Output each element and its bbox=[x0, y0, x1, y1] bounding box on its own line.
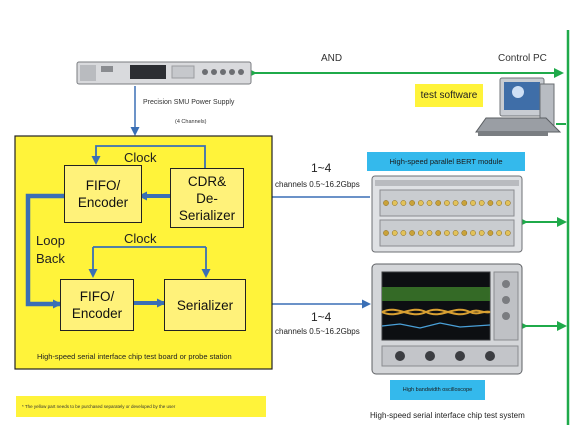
bert-connector bbox=[417, 200, 424, 206]
bert-label: High-speed parallel BERT module bbox=[389, 157, 503, 166]
board-connections bbox=[25, 145, 211, 309]
bert-connector bbox=[400, 230, 407, 236]
bert-label-badge: High-speed parallel BERT module bbox=[367, 152, 525, 171]
bert-connector bbox=[391, 230, 398, 236]
input-channel-count: 1~4 bbox=[311, 161, 332, 175]
bert-connector bbox=[426, 200, 433, 206]
footnote-box: * The yellow part needs to be purchased … bbox=[16, 396, 266, 417]
bert-connector bbox=[435, 200, 442, 206]
oscilloscope-device bbox=[371, 263, 523, 375]
bert-connector bbox=[478, 200, 485, 206]
serializer-block: Serializer bbox=[164, 279, 246, 331]
bert-connector bbox=[426, 230, 433, 236]
bert-connector bbox=[383, 230, 389, 236]
bert-connector bbox=[478, 230, 485, 236]
bert-connector bbox=[452, 200, 459, 206]
control-pc-label: Control PC bbox=[498, 53, 547, 64]
bert-connector bbox=[461, 230, 468, 236]
bert-connector bbox=[487, 200, 494, 206]
input-channel-rate: channels 0.5~16.2Gbps bbox=[275, 180, 360, 189]
power-supply-channels: (4 Channels) bbox=[175, 119, 207, 125]
bert-connector bbox=[504, 230, 511, 236]
bert-connector bbox=[504, 200, 511, 206]
power-supply-device bbox=[76, 61, 252, 85]
test-system-caption: High-speed serial interface chip test sy… bbox=[370, 411, 525, 420]
clock-bottom-label: Clock bbox=[124, 231, 157, 246]
bert-connector bbox=[496, 200, 502, 206]
bert-connector bbox=[409, 230, 415, 236]
loop-back-label: Loop Back bbox=[36, 233, 65, 266]
fifo-encoder-top-block: FIFO/ Encoder bbox=[64, 165, 142, 223]
bert-connector bbox=[461, 200, 468, 206]
bert-connector bbox=[409, 200, 415, 206]
clock-top-label: Clock bbox=[124, 150, 157, 165]
bert-connector bbox=[400, 200, 407, 206]
cdr-deserializer-block: CDR& De- Serializer bbox=[170, 168, 244, 228]
board-caption: High-speed serial interface chip test bo… bbox=[37, 352, 232, 361]
output-channel-rate: channels 0.5~16.2Gbps bbox=[275, 327, 360, 336]
bert-connector bbox=[417, 230, 424, 236]
bert-connector bbox=[470, 230, 476, 236]
footnote-text: * The yellow part needs to be purchased … bbox=[22, 404, 176, 409]
bert-connector bbox=[391, 200, 398, 206]
scope-label-badge: High bandwidth oscilloscope bbox=[390, 380, 485, 400]
test-software-badge: test software bbox=[415, 84, 483, 107]
bert-module-device bbox=[371, 175, 523, 253]
bert-connector bbox=[496, 230, 502, 236]
control-pc-computer bbox=[475, 77, 562, 136]
bert-connector bbox=[452, 230, 459, 236]
fifo-encoder-bottom-block: FIFO/ Encoder bbox=[60, 279, 134, 331]
bert-connectors bbox=[383, 200, 511, 236]
bert-connector bbox=[383, 200, 389, 206]
and-label: AND bbox=[321, 53, 343, 64]
bert-connector bbox=[435, 230, 442, 236]
bert-connector bbox=[444, 200, 450, 206]
bert-connector bbox=[444, 230, 450, 236]
scope-label: High bandwidth oscilloscope bbox=[402, 387, 473, 393]
bert-connector bbox=[487, 230, 494, 236]
bert-connector bbox=[470, 200, 476, 206]
test-software-label: test software bbox=[420, 90, 478, 101]
output-channel-count: 1~4 bbox=[311, 310, 332, 324]
power-supply-label: Precision SMU Power Supply bbox=[143, 99, 235, 106]
